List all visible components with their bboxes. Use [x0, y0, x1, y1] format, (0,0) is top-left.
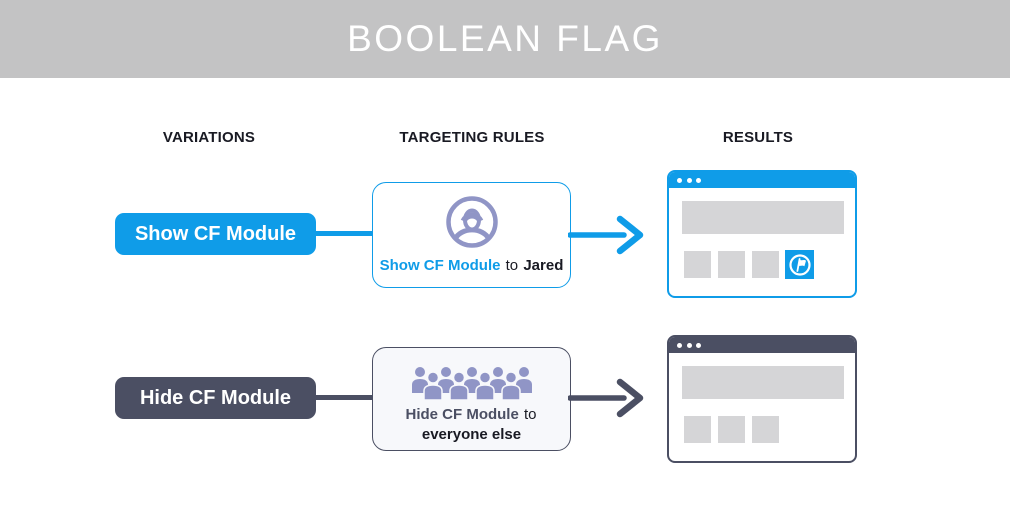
targeting-rule-card-show: Show CF Module to Jared [372, 182, 571, 288]
column-header-targeting-rules: TARGETING RULES [399, 129, 545, 146]
result-browser-show [667, 170, 857, 298]
window-dot-icon [696, 342, 701, 348]
variation-pill-show: Show CF Module [115, 213, 316, 255]
arrow-right-icon [568, 378, 644, 418]
content-placeholder-square [684, 251, 711, 278]
cf-module-tile [785, 250, 814, 279]
user-avatar-icon [444, 194, 500, 250]
arrow-right-icon [568, 215, 644, 255]
column-header-results: RESULTS [722, 129, 794, 146]
window-dot-icon [696, 177, 701, 183]
window-dot-icon [686, 177, 692, 183]
rule-text-show: Show CF Module to Jared [380, 256, 564, 276]
rule-text-hide: Hide CF Module to everyone else [405, 405, 537, 445]
header-band: BOOLEAN FLAG [0, 0, 1010, 78]
rule-flag-name: Hide CF Module [405, 406, 519, 423]
column-header-variations: VARIATIONS [162, 129, 256, 146]
window-dot-icon [677, 177, 682, 183]
crowd-icon [407, 363, 537, 401]
flag-icon [788, 253, 811, 276]
window-dot-icon [677, 342, 682, 348]
content-placeholder-banner [682, 366, 844, 399]
content-placeholder-square [752, 416, 779, 443]
variation-pill-hide: Hide CF Module [115, 377, 316, 419]
content-placeholder-square [752, 251, 779, 278]
browser-titlebar [669, 337, 855, 353]
rule-preposition: to [505, 257, 519, 274]
content-placeholder-banner [682, 201, 844, 234]
browser-titlebar [669, 172, 855, 188]
rule-audience: everyone else [421, 426, 522, 443]
page-title: BOOLEAN FLAG [347, 18, 663, 59]
rule-flag-name: Show CF Module [379, 257, 501, 274]
window-dot-icon [686, 342, 692, 348]
content-placeholder-square [718, 251, 745, 278]
rule-preposition: to [523, 406, 537, 423]
content-placeholder-square [684, 416, 711, 443]
targeting-rule-card-hide: Hide CF Module to everyone else [372, 347, 571, 451]
connector-line-show [316, 231, 374, 236]
result-browser-hide [667, 335, 857, 463]
connector-line-hide [316, 395, 374, 400]
rule-audience: Jared [523, 257, 564, 274]
content-placeholder-square [718, 416, 745, 443]
